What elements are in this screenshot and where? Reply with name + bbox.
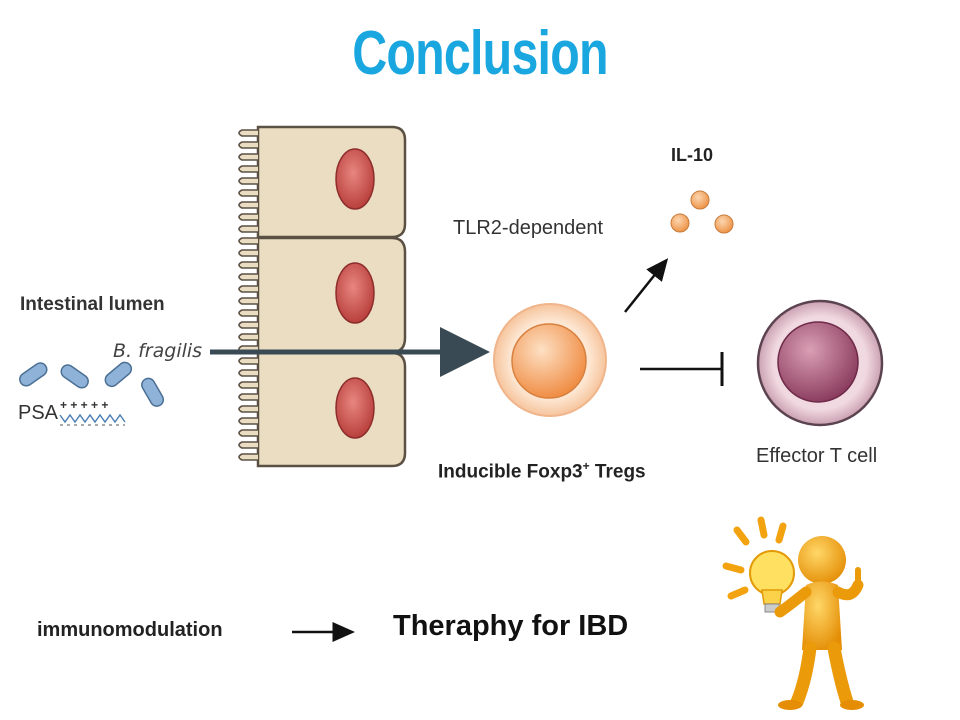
microvillus: [238, 189, 258, 197]
microvillus: [238, 141, 258, 149]
psa-polysaccharide: [59, 413, 126, 426]
microvillus: [238, 309, 258, 317]
il10-secretion-arrow: [624, 258, 669, 313]
epithelial-cell: [256, 236, 407, 354]
inhibition-arrow: [640, 352, 724, 386]
microvillus: [238, 177, 258, 185]
microvillus: [238, 393, 258, 401]
microvillus: [238, 225, 258, 233]
microvilli: [238, 129, 258, 461]
microvillus: [238, 249, 258, 257]
microvillus: [238, 261, 258, 269]
microvillus: [238, 237, 258, 245]
epithelial-cell: [256, 351, 407, 468]
il10-cytokines: [670, 190, 734, 234]
effector-t-cell: [756, 299, 884, 427]
intestinal-lumen-label: Intestinal lumen: [20, 294, 165, 315]
microvillus: [238, 285, 258, 293]
tlr2-label: TLR2-dependent: [453, 217, 604, 239]
microvillus: [238, 453, 258, 461]
microvillus: [238, 357, 258, 365]
effector-label: Effector T cell: [756, 445, 878, 467]
microvillus: [238, 273, 258, 281]
microvillus: [238, 165, 258, 173]
immunomodulation-label: immunomodulation: [37, 619, 223, 641]
microvillus: [238, 441, 258, 449]
microvillus: [238, 369, 258, 377]
treg-label-main: Inducible Foxp3: [438, 461, 583, 483]
epithelial-cell: [256, 125, 407, 239]
treg-label-end: Tregs: [589, 461, 646, 483]
microvillus: [238, 201, 258, 209]
lightbulb-figure-icon: [722, 516, 864, 710]
il10-label: IL-10: [671, 145, 714, 165]
microvillus: [238, 417, 258, 425]
microvillus: [238, 405, 258, 413]
psa-charges: + + + + +: [60, 398, 109, 412]
psa-bacteria: [19, 361, 165, 407]
bacteria-label: B. fragilis: [113, 340, 203, 362]
epithelial-cells: [238, 125, 407, 468]
psa-label: PSA: [18, 402, 59, 424]
microvillus: [238, 429, 258, 437]
therapy-label: Theraphy for IBD: [393, 610, 629, 642]
treg-label-sup: +: [582, 459, 590, 473]
microvillus: [238, 213, 258, 221]
microvillus: [238, 381, 258, 389]
treg-cell: [493, 303, 607, 417]
microvillus: [238, 333, 258, 341]
treg-label: Inducible Foxp3+ Tregs: [438, 459, 646, 483]
microvillus: [238, 129, 258, 137]
microvillus: [238, 153, 258, 161]
microvillus: [238, 321, 258, 329]
slide-title: Conclusion: [352, 19, 608, 88]
microvillus: [238, 297, 258, 305]
